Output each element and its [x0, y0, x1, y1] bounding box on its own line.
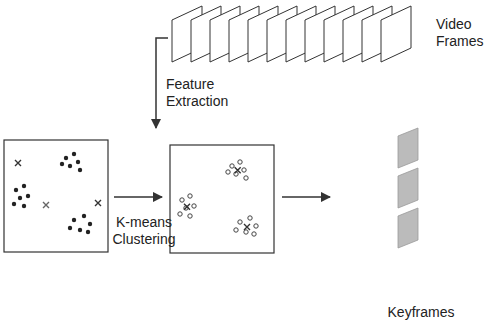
- centroid-mark: [95, 200, 101, 206]
- feature-point: [88, 222, 92, 226]
- clustering-arrow: [114, 196, 162, 198]
- feature-point: [86, 230, 90, 234]
- centroid-mark: [235, 167, 241, 173]
- clustered-point: [178, 212, 182, 216]
- feature-point: [82, 214, 86, 218]
- selection-arrow: [282, 196, 330, 198]
- feature-point: [78, 228, 82, 232]
- clustered-point: [188, 214, 192, 218]
- feature-point: [68, 164, 72, 168]
- clustered-point: [230, 164, 234, 168]
- feature-point: [14, 188, 18, 192]
- feature-point: [72, 218, 76, 222]
- caption-label: Video Frames: [436, 16, 492, 50]
- clustered-point: [244, 176, 248, 180]
- keyframes: [398, 128, 418, 248]
- frame: [381, 6, 411, 62]
- clustered-point: [180, 198, 184, 202]
- clustered-point: [242, 168, 246, 172]
- cluster-points: [178, 160, 258, 236]
- feature-point: [22, 184, 26, 188]
- clustered-point: [226, 170, 230, 174]
- feature-point: [64, 156, 68, 160]
- feature-point: [76, 160, 80, 164]
- feature-point: [22, 204, 26, 208]
- centroid-mark: [15, 160, 21, 166]
- feature-point: [18, 196, 22, 200]
- caption-label: Feature Extraction: [166, 76, 246, 110]
- clustered-point: [234, 228, 238, 232]
- clustered-point: [188, 194, 192, 198]
- clustered-point: [252, 232, 256, 236]
- feature-space-box: [4, 140, 108, 252]
- clustered-point: [238, 160, 242, 164]
- feature-point: [72, 152, 76, 156]
- centroid-mark: [244, 224, 250, 230]
- caption-label: K-means Clustering: [104, 214, 184, 248]
- centroid-mark: [43, 202, 49, 208]
- clustered-point: [238, 220, 242, 224]
- feature-point: [26, 194, 30, 198]
- clustered-space-box: [170, 145, 274, 253]
- feature-point: [60, 162, 64, 166]
- centroid-mark: [184, 204, 190, 210]
- caption-label: Keyframes: [376, 304, 466, 321]
- video-frames: [172, 6, 411, 62]
- clustered-point: [254, 224, 258, 228]
- clustered-point: [192, 204, 196, 208]
- feature-point: [78, 168, 82, 172]
- feature-points: [12, 152, 101, 234]
- clustered-point: [248, 216, 252, 220]
- feature-point: [12, 202, 16, 206]
- feature-point: [68, 226, 72, 230]
